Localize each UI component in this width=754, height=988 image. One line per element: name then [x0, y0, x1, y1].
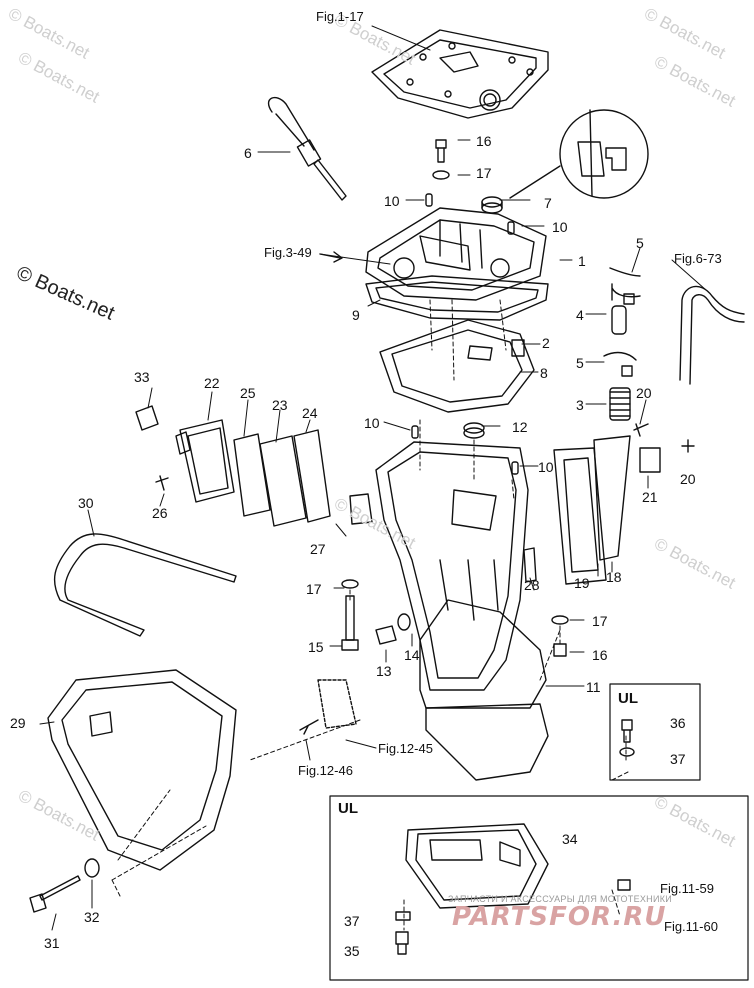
part-number-20[interactable]: 20 [680, 471, 696, 487]
part-number-28[interactable]: 28 [524, 577, 540, 593]
part-number-2[interactable]: 2 [542, 335, 550, 351]
hose-group [603, 267, 641, 421]
gasket-9 [365, 275, 549, 321]
gasket-8 [379, 319, 535, 413]
inset-title-ul-large: UL [338, 800, 358, 817]
part-number-13[interactable]: 13 [376, 663, 392, 679]
upper-casing [375, 441, 549, 781]
part-number-25[interactable]: 25 [240, 385, 256, 401]
part-number-16[interactable]: 16 [476, 133, 492, 149]
fig-ref-1-17[interactable]: Fig.1-17 [316, 9, 364, 24]
fig-ref-12-46[interactable]: Fig.12-46 [298, 763, 353, 778]
part-number-4[interactable]: 4 [576, 307, 584, 323]
part-number-31[interactable]: 31 [44, 935, 60, 951]
part-number-20[interactable]: 20 [636, 385, 652, 401]
part-number-23[interactable]: 23 [272, 397, 288, 413]
part-number-29[interactable]: 29 [10, 715, 26, 731]
left-plate-group [135, 405, 373, 527]
detail-bubble [509, 109, 649, 199]
part-number-10[interactable]: 10 [384, 193, 400, 209]
part-number-15[interactable]: 15 [308, 639, 324, 655]
part-number-35[interactable]: 35 [344, 943, 360, 959]
fig-ref-11-59[interactable]: Fig.11-59 [660, 881, 714, 896]
part-number-8[interactable]: 8 [540, 365, 548, 381]
part-number-22[interactable]: 22 [204, 375, 220, 391]
part-number-33[interactable]: 33 [134, 369, 150, 385]
part-number-26[interactable]: 26 [152, 505, 168, 521]
stamp-logo: PARTSFOR.RU [452, 902, 667, 932]
fig-ref-11-60[interactable]: Fig.11-60 [664, 919, 718, 934]
part-number-9[interactable]: 9 [352, 307, 360, 323]
part-number-27[interactable]: 27 [310, 541, 326, 557]
part-number-24[interactable]: 24 [302, 405, 318, 421]
part-number-7[interactable]: 7 [544, 195, 552, 211]
part-number-32[interactable]: 32 [84, 909, 100, 925]
fig-ref-3-49[interactable]: Fig.3-49 [264, 245, 312, 260]
fig-ref-12-45[interactable]: Fig.12-45 [378, 741, 433, 756]
fig-ref-6-73[interactable]: Fig.6-73 [674, 251, 722, 266]
part-number-11[interactable]: 11 [586, 679, 601, 695]
part-number-14[interactable]: 14 [404, 647, 420, 663]
part-number-3[interactable]: 3 [576, 397, 584, 413]
apron-29 [47, 669, 237, 871]
stamp-tagline: ЗАПЧАСТИ И АКСЕССУАРЫ ДЛЯ МОТОТЕХНИКИ [448, 894, 673, 904]
top-gasket [371, 29, 549, 119]
part-number-10[interactable]: 10 [552, 219, 568, 235]
inset-title-ul-small: UL [618, 690, 638, 707]
part-number-17[interactable]: 17 [592, 613, 608, 629]
part-number-12[interactable]: 12 [512, 419, 528, 435]
part-number-10[interactable]: 10 [364, 415, 380, 431]
part-number-1[interactable]: 1 [578, 253, 586, 269]
dipstick [267, 96, 347, 201]
small-fasteners-top [425, 139, 515, 235]
ul-inset-casing [395, 823, 631, 955]
part-number-5[interactable]: 5 [636, 235, 644, 251]
part-number-17[interactable]: 17 [306, 581, 322, 597]
part-number-16[interactable]: 16 [592, 647, 608, 663]
upper-cover [365, 207, 547, 301]
part-number-30[interactable]: 30 [78, 495, 94, 511]
long-hose [679, 285, 745, 381]
part-number-18[interactable]: 18 [606, 569, 622, 585]
part-number-36[interactable]: 36 [670, 715, 686, 731]
part-number-37[interactable]: 37 [344, 913, 360, 929]
part-number-37[interactable]: 37 [670, 751, 686, 767]
lower-fasteners [341, 422, 569, 657]
part-number-5[interactable]: 5 [576, 355, 584, 371]
part-number-19[interactable]: 19 [574, 575, 590, 591]
part-number-34[interactable]: 34 [562, 831, 578, 847]
seal-30 [53, 533, 237, 637]
part-number-6[interactable]: 6 [244, 145, 252, 161]
part-number-10[interactable]: 10 [538, 459, 554, 475]
part-number-17[interactable]: 17 [476, 165, 492, 181]
part-number-21[interactable]: 21 [642, 489, 658, 505]
